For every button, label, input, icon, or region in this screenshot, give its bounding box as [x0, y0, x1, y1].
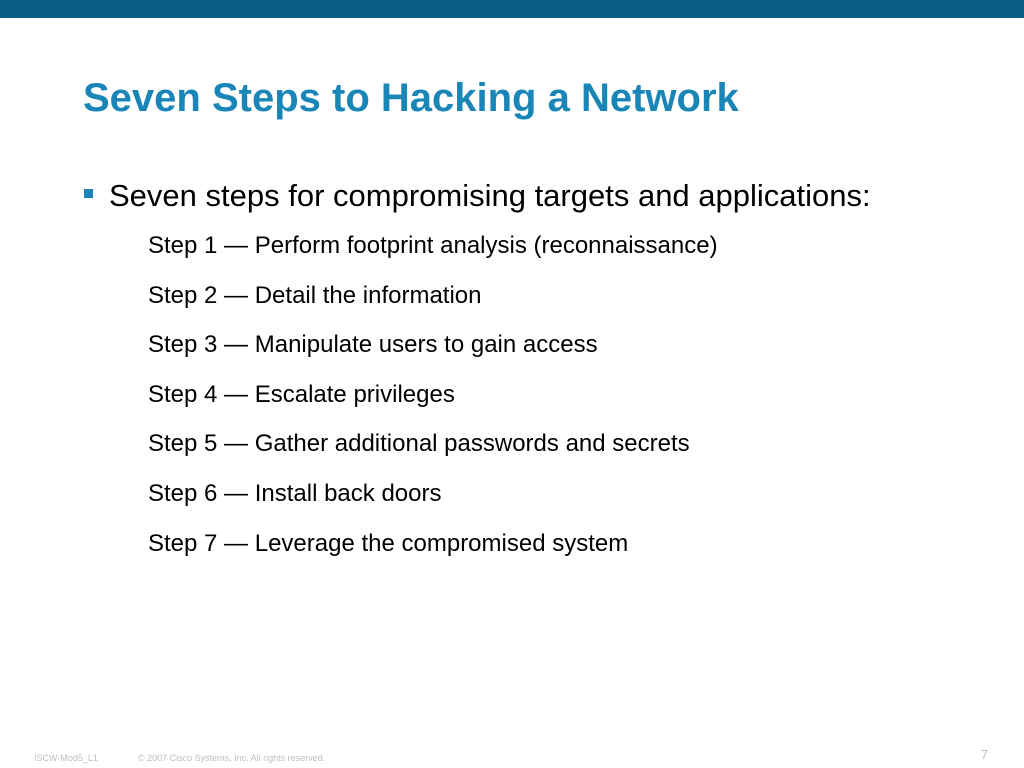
main-bullet: Seven steps for compromising targets and…	[84, 176, 871, 216]
steps-list: Step 1 — Perform footprint analysis (rec…	[148, 229, 718, 576]
top-banner-bar	[0, 0, 1024, 18]
step-item-7: Step 7 — Leverage the compromised system	[148, 529, 629, 557]
slide-title: Seven Steps to Hacking a Network	[83, 76, 739, 120]
step-item-3: Step 3 — Manipulate users to gain access	[148, 331, 598, 359]
step-item-1: Step 1 — Perform footprint analysis (rec…	[148, 232, 718, 259]
footer-copyright: © 2007 Cisco Systems, Inc. All rights re…	[138, 753, 326, 763]
step-item-4: Step 4 — Escalate privileges	[148, 380, 455, 408]
step-item-5: Step 5 — Gather additional passwords and…	[148, 430, 690, 458]
footer-course-code: ISCW-Mod5_L1	[34, 753, 98, 763]
main-bullet-text: Seven steps for compromising targets and…	[109, 178, 871, 213]
square-bullet-icon	[84, 188, 93, 198]
step-item-2: Step 2 — Detail the information	[148, 281, 482, 309]
page-number: 7	[980, 747, 988, 762]
step-item-6: Step 6 — Install back doors	[148, 479, 442, 507]
